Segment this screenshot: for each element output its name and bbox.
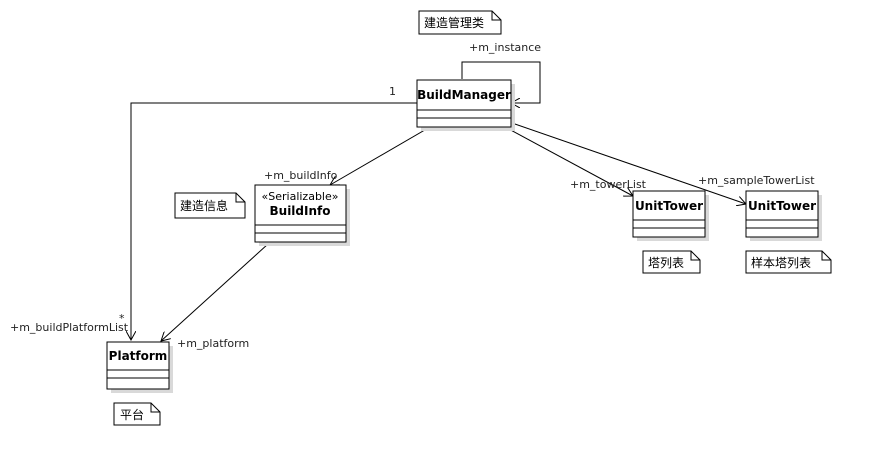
class-unit-tower-1-name: UnitTower	[635, 199, 703, 213]
m-build-platform-list-multiplicity: *	[119, 312, 125, 325]
m-platform-label: +m_platform	[177, 337, 249, 350]
m-instance-multiplicity: 1	[389, 85, 396, 98]
m-build-platform-list-association[interactable]	[131, 102, 417, 340]
m-tower-list-association[interactable]	[504, 126, 633, 196]
note-sample-tower-list[interactable]: 样本塔列表	[745, 250, 832, 274]
m-build-info-association[interactable]	[330, 126, 431, 185]
note-platform-text: 平台	[120, 407, 144, 422]
m-tower-list-label: +m_towerList	[570, 178, 647, 191]
class-platform[interactable]: Platform	[106, 341, 173, 393]
note-build-manager-text: 建造管理类	[424, 15, 484, 30]
m-sample-tower-list-association[interactable]	[511, 122, 746, 204]
class-build-manager[interactable]: BuildManager	[416, 79, 515, 131]
note-platform[interactable]: 平台	[113, 402, 161, 426]
m-platform-association[interactable]	[161, 243, 269, 341]
class-platform-name: Platform	[109, 349, 168, 363]
m-build-info-label: +m_buildInfo	[264, 169, 338, 182]
note-build-info-text: 建造信息	[180, 198, 228, 213]
m-build-platform-list-label: +m_buildPlatformList	[10, 321, 129, 334]
class-build-manager-name: BuildManager	[417, 88, 511, 102]
m-instance-label: +m_instance	[469, 41, 541, 54]
class-unit-tower-2[interactable]: UnitTower	[745, 190, 822, 241]
class-unit-tower-2-name: UnitTower	[748, 199, 816, 213]
note-sample-tower-list-text: 样本塔列表	[751, 255, 811, 270]
class-unit-tower-1[interactable]: UnitTower	[632, 190, 709, 241]
m-sample-tower-list-label: +m_sampleTowerList	[698, 174, 815, 187]
m-instance-association[interactable]	[461, 61, 541, 103]
note-tower-list[interactable]: 塔列表	[642, 250, 701, 274]
class-build-info-name: BuildInfo	[270, 204, 331, 218]
class-build-info-stereotype: «Serializable»	[262, 190, 339, 203]
note-build-info[interactable]: 建造信息	[174, 192, 246, 219]
class-build-info[interactable]: «Serializable» BuildInfo	[254, 184, 350, 246]
note-tower-list-text: 塔列表	[648, 256, 684, 270]
note-build-manager[interactable]: 建造管理类	[418, 10, 502, 35]
